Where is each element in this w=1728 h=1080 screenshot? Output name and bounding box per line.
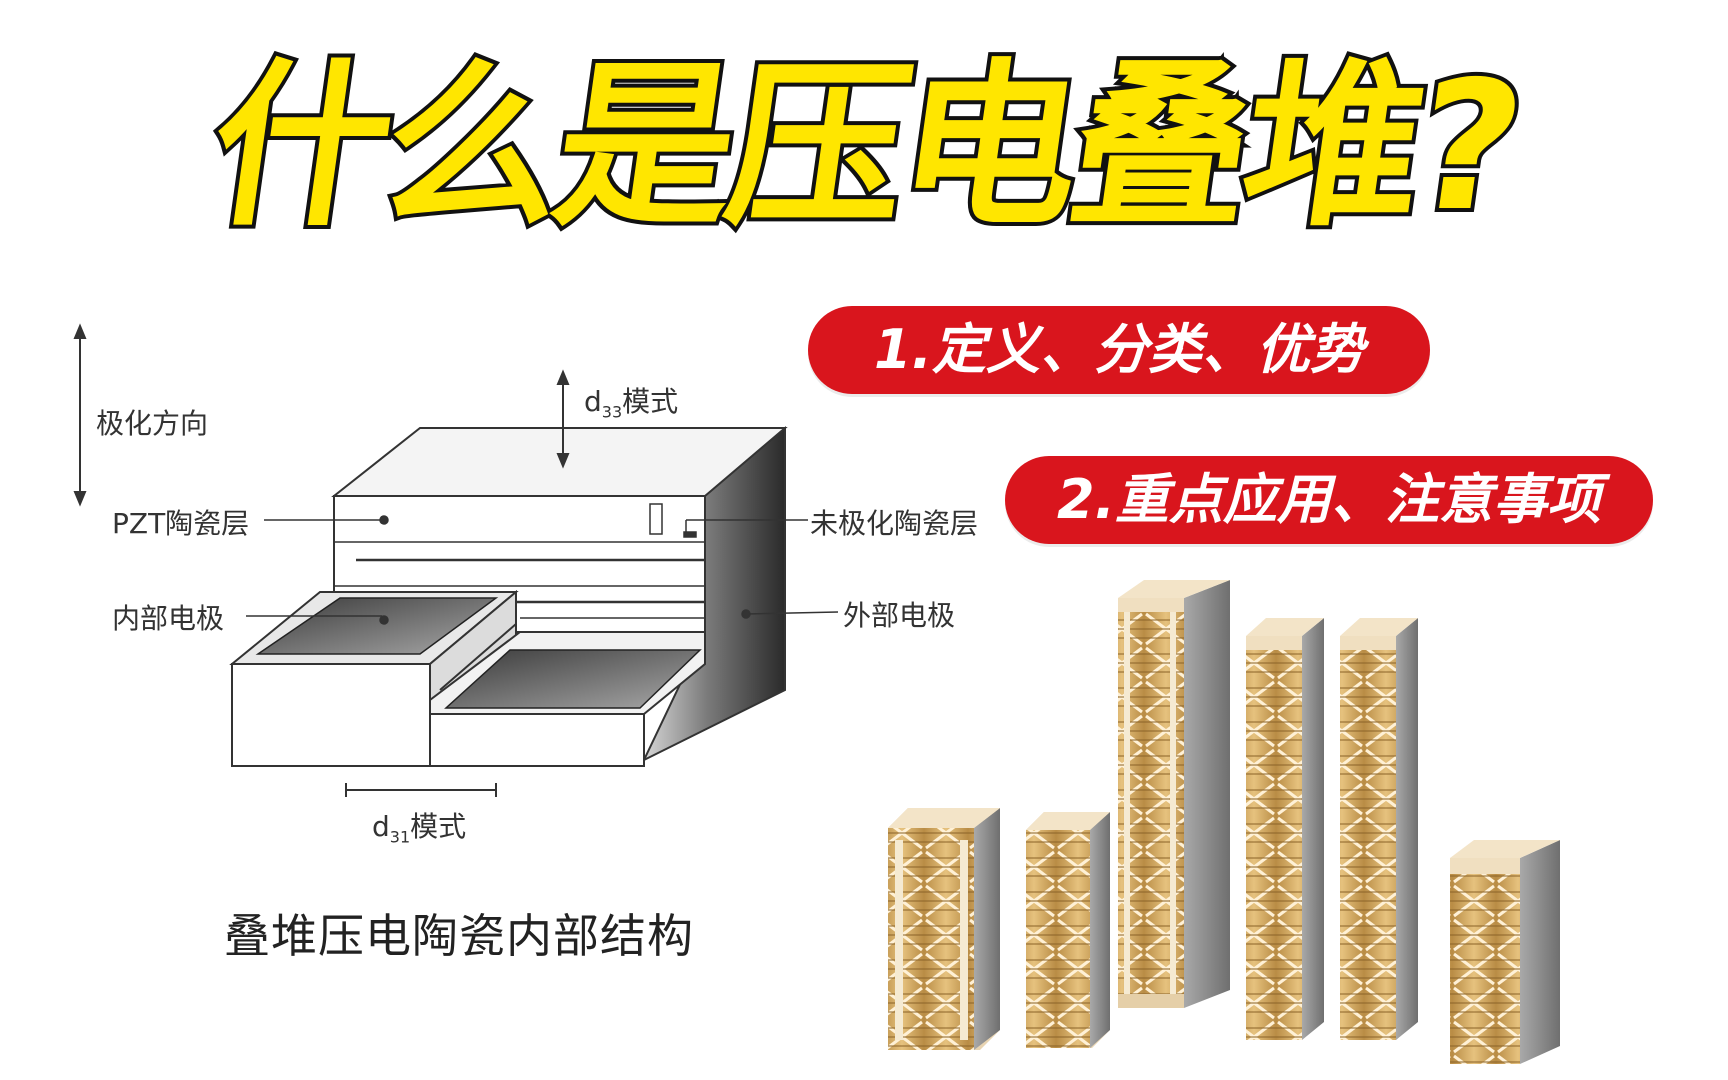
right-lower-pad xyxy=(444,649,702,709)
d31-mode-suffix: 模式 xyxy=(410,810,467,843)
piezo-stack-5 xyxy=(1340,618,1418,1040)
d31-mode-label: d31模式 xyxy=(372,805,466,847)
unpolarized-layer-label: 未极化陶瓷层 xyxy=(810,507,979,540)
piezo-stack-3 xyxy=(1118,580,1230,1008)
d31-mode-subscript: 31 xyxy=(389,827,411,847)
stack-structure-diagram xyxy=(73,323,839,797)
d33-mode-label: d33模式 xyxy=(584,380,678,422)
polarization-label: 极化方向 xyxy=(96,407,209,440)
topic-pill-2: 2.重点应用、注意事项 xyxy=(1005,456,1653,544)
diagram-caption: 叠堆压电陶瓷内部结构 xyxy=(224,909,694,963)
piezo-stack-1 xyxy=(888,808,1000,1050)
d33-arrow xyxy=(556,369,570,469)
piezo-stack-6 xyxy=(1450,840,1560,1064)
d33-mode-suffix: 模式 xyxy=(622,385,679,418)
inner-electrode-label: 内部电极 xyxy=(112,602,225,635)
piezo-stack-4 xyxy=(1246,618,1324,1040)
d33-mode-subscript: 33 xyxy=(601,402,623,422)
d31-arrow xyxy=(345,783,497,797)
outer-electrode-label: 外部电极 xyxy=(843,599,956,632)
page-title: 什么是压电叠堆? xyxy=(195,39,1533,254)
topic-pill-1: 1.定义、分类、优势 xyxy=(808,306,1430,394)
d31-mode-letter: d xyxy=(372,810,390,843)
top-face xyxy=(331,427,788,497)
polarization-arrow xyxy=(73,323,87,507)
pzt-layer-label: PZT陶瓷层 xyxy=(112,507,250,540)
piezo-stacks-photo xyxy=(888,580,1560,1064)
piezo-stack-2 xyxy=(1026,812,1110,1048)
d33-mode-letter: d xyxy=(584,385,602,418)
